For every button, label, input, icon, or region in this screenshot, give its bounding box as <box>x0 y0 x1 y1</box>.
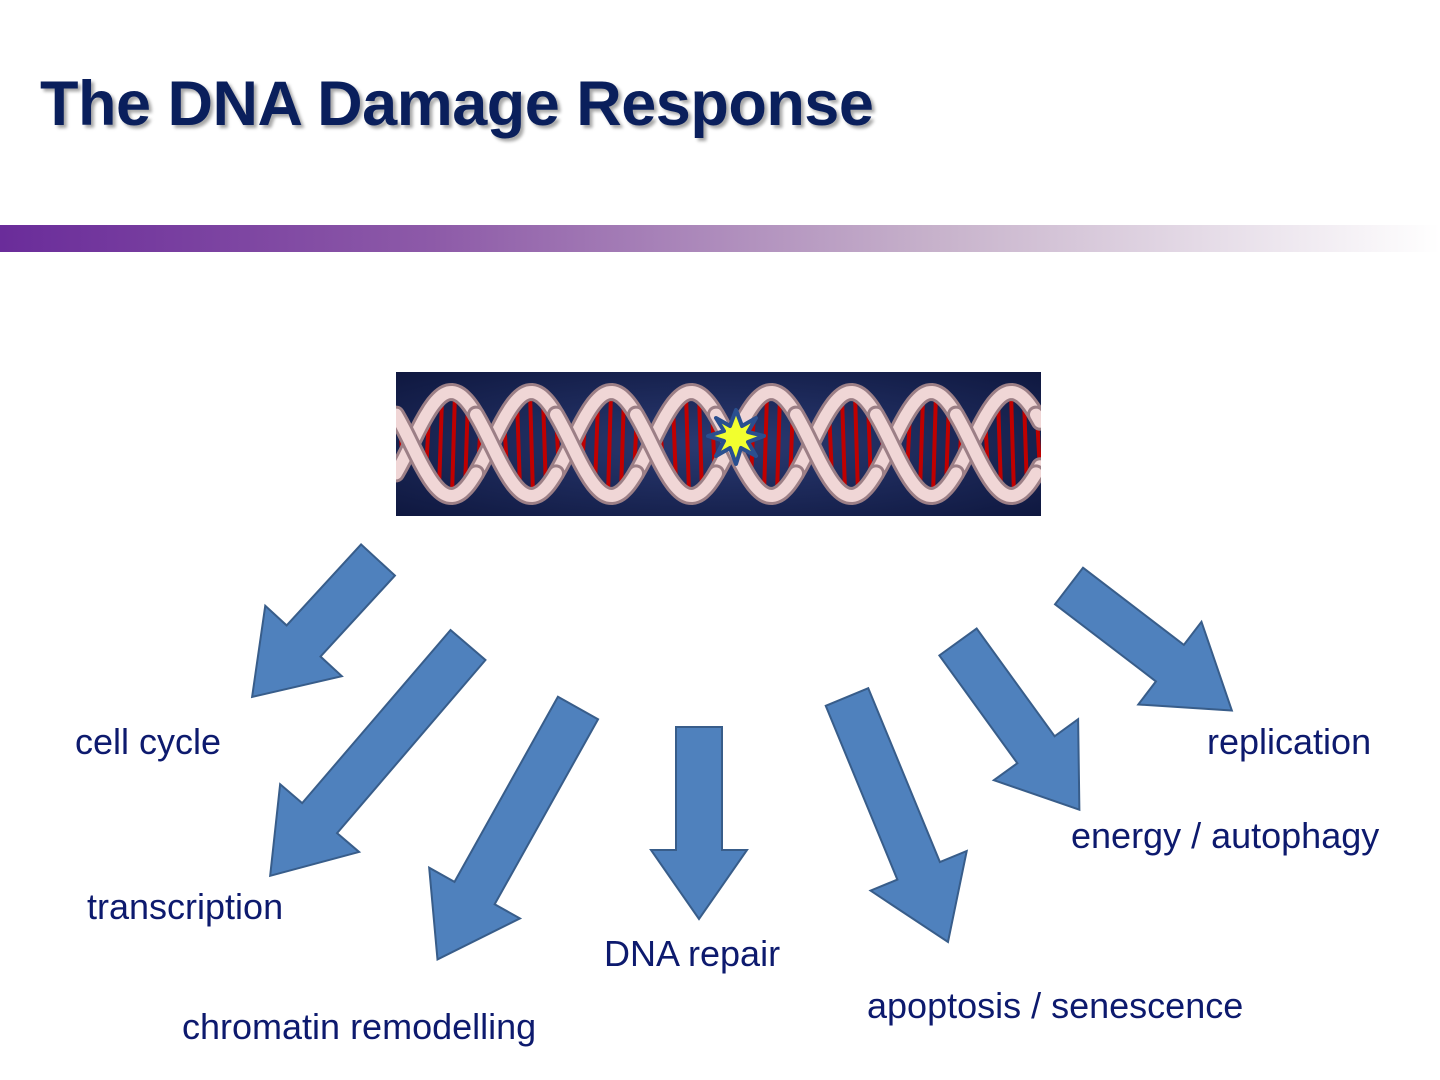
dna-strand <box>630 408 722 503</box>
arrow-replication <box>1053 566 1234 712</box>
arrow-transcription <box>269 628 487 878</box>
label-replication: replication <box>1207 721 1372 762</box>
damage-burst-icon <box>706 408 766 466</box>
label-dna-repair: DNA repair <box>604 933 781 974</box>
arrow-dna-repair <box>649 726 749 921</box>
dna-strand <box>870 408 962 503</box>
dna-rung <box>762 394 769 494</box>
dna-rung <box>606 392 613 496</box>
arrow-apoptosis-senescence <box>824 686 969 944</box>
dna-rung <box>450 391 457 497</box>
dna-rung <box>697 394 704 494</box>
dna-rung <box>931 392 938 496</box>
dna-backbone-front <box>396 405 1041 506</box>
dna-strand <box>396 408 482 503</box>
label-cell-cycle: cell cycle <box>75 721 222 762</box>
dna-strand <box>550 408 642 503</box>
arrow-energy-autophagy <box>937 627 1081 812</box>
dna-rung <box>528 392 535 496</box>
label-apoptosis-senescence: apoptosis / senescence <box>867 985 1244 1026</box>
dna-strand <box>1030 408 1041 428</box>
dna-rung <box>515 399 522 489</box>
dna-rung <box>775 393 782 495</box>
dna-helix-image <box>396 372 1041 516</box>
dna-rung <box>684 393 691 495</box>
arrow-cell-cycle <box>250 543 397 699</box>
dna-rung <box>437 397 444 491</box>
arrow-chromatin-remodelling <box>428 695 600 961</box>
dna-strand <box>470 408 562 503</box>
slide-title: The DNA Damage Response <box>40 69 874 139</box>
dna-rung <box>619 395 626 493</box>
label-chromatin-remodelling: chromatin remodelling <box>182 1006 537 1047</box>
dna-strand <box>790 408 882 503</box>
title-divider-bar <box>0 225 1440 252</box>
dna-rung <box>1009 391 1016 497</box>
dna-rung <box>918 396 925 492</box>
label-transcription: transcription <box>87 886 284 927</box>
dna-strand <box>950 408 1041 503</box>
label-energy-autophagy: energy / autophagy <box>1071 815 1380 856</box>
dna-rung <box>853 392 860 496</box>
dna-rung <box>840 395 847 493</box>
dna-rung <box>996 398 1003 490</box>
